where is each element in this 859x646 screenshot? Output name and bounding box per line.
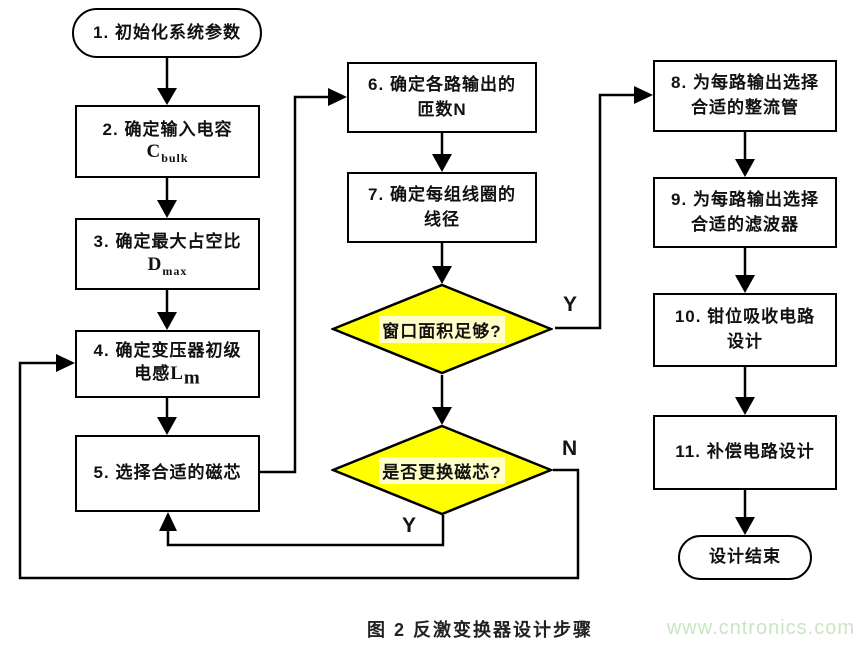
- arrowhead-down-end: [735, 517, 755, 535]
- node-step9-filter: 9. 为每路输出选择 合适的滤波器: [653, 177, 837, 248]
- node-step3-max-duty: 3. 确定最大占空比 Dmax: [75, 218, 260, 290]
- step10-line1: 10. 钳位吸收电路: [674, 307, 816, 327]
- node-end-label: 设计结束: [709, 547, 781, 567]
- decision-window-label: 窗口面积足够?: [379, 315, 505, 343]
- step4-line2-prefix: 电感: [134, 363, 171, 383]
- arrowhead-down-core: [432, 407, 452, 425]
- node-start-label: 1. 初始化系统参数: [93, 22, 241, 42]
- step6-line2: 匝数N: [417, 99, 467, 119]
- node-end: 设计结束: [678, 535, 812, 580]
- arrowhead-down-4: [157, 312, 177, 330]
- arrow-core-no-to-4: [18, 361, 580, 580]
- arrowhead-down-11: [735, 397, 755, 415]
- step5-line1: 5. 选择合适的磁芯: [93, 463, 242, 483]
- step8-line1: 8. 为每路输出选择: [671, 73, 819, 93]
- step3-formula: Dmax: [147, 253, 188, 278]
- node-step6-turns: 6. 确定各路输出的 匝数N: [347, 62, 537, 133]
- branch-label-core-yes: Y: [402, 514, 417, 537]
- decision-change-core: 是否更换磁芯?: [331, 424, 553, 516]
- node-step11-compensation: 11. 补偿电路设计: [653, 415, 837, 490]
- arrowheads: [56, 86, 755, 535]
- arrow-5-to-6: [260, 95, 329, 474]
- node-step10-clamp-snubber: 10. 钳位吸收电路 设计: [653, 293, 837, 367]
- branch-label-core-no: N: [562, 437, 578, 460]
- arrowhead-down-10: [735, 275, 755, 293]
- arrowhead-down-3: [157, 200, 177, 218]
- arrow-core-yes-to-5: [166, 515, 445, 547]
- step2-line1: 2. 确定输入电容: [102, 119, 233, 139]
- node-step2-input-capacitor: 2. 确定输入电容 Cbulk: [75, 105, 260, 178]
- step3-var-base: D: [147, 253, 163, 275]
- arrowhead-down-7: [432, 154, 452, 172]
- step9-line2: 合适的滤波器: [691, 214, 799, 234]
- arrow-window-yes-to-8: [555, 93, 635, 330]
- node-step5-select-core: 5. 选择合适的磁芯: [75, 435, 260, 512]
- arrowhead-up-5-feedback: [159, 512, 177, 531]
- step11-line1: 11. 补偿电路设计: [675, 442, 815, 462]
- decision-window-area: 窗口面积足够?: [331, 283, 553, 375]
- step3-var-sub: max: [162, 263, 188, 278]
- step2-var-sub: bulk: [161, 151, 189, 166]
- node-start: 1. 初始化系统参数: [72, 8, 262, 58]
- node-step8-rectifier: 8. 为每路输出选择 合适的整流管: [653, 60, 837, 132]
- step4-line1: 4. 确定变压器初级: [93, 341, 242, 361]
- step9-line1: 9. 为每路输出选择: [671, 189, 819, 209]
- arrowhead-down-2: [157, 88, 177, 105]
- step2-formula: Cbulk: [146, 141, 189, 166]
- step7-line2: 线径: [424, 209, 460, 229]
- step4-var-base: L: [170, 362, 184, 384]
- step4-var-sub: m: [183, 367, 201, 389]
- step2-var-base: C: [146, 141, 162, 163]
- node-step4-primary-inductance: 4. 确定变压器初级 电感Lm: [75, 330, 260, 398]
- arrowhead-right-8: [634, 86, 653, 104]
- connector-stems: [18, 58, 747, 580]
- figure-caption: 图 2 反激变换器设计步骤: [366, 620, 593, 640]
- step4-line2: 电感Lm: [134, 362, 201, 389]
- node-step7-wire-gauge: 7. 确定每组线圈的 线径: [347, 172, 537, 243]
- arrowhead-down-window: [432, 266, 452, 284]
- decision-core-label: 是否更换磁芯?: [379, 456, 505, 484]
- arrowhead-right-4-feedback: [56, 354, 75, 372]
- step3-line1: 3. 确定最大占空比: [93, 232, 242, 252]
- arrowhead-right-6: [328, 88, 347, 106]
- arrowhead-down-9: [735, 159, 755, 177]
- step8-line2: 合适的整流管: [691, 98, 799, 117]
- step10-line2: 设计: [727, 332, 763, 351]
- branch-label-window-yes: Y: [563, 293, 578, 316]
- watermark-text: www.cntronics.com: [666, 617, 855, 639]
- step7-line1: 7. 确定每组线圈的: [368, 184, 516, 204]
- step6-line1: 6. 确定各路输出的: [368, 74, 516, 94]
- arrowhead-down-5: [157, 417, 177, 435]
